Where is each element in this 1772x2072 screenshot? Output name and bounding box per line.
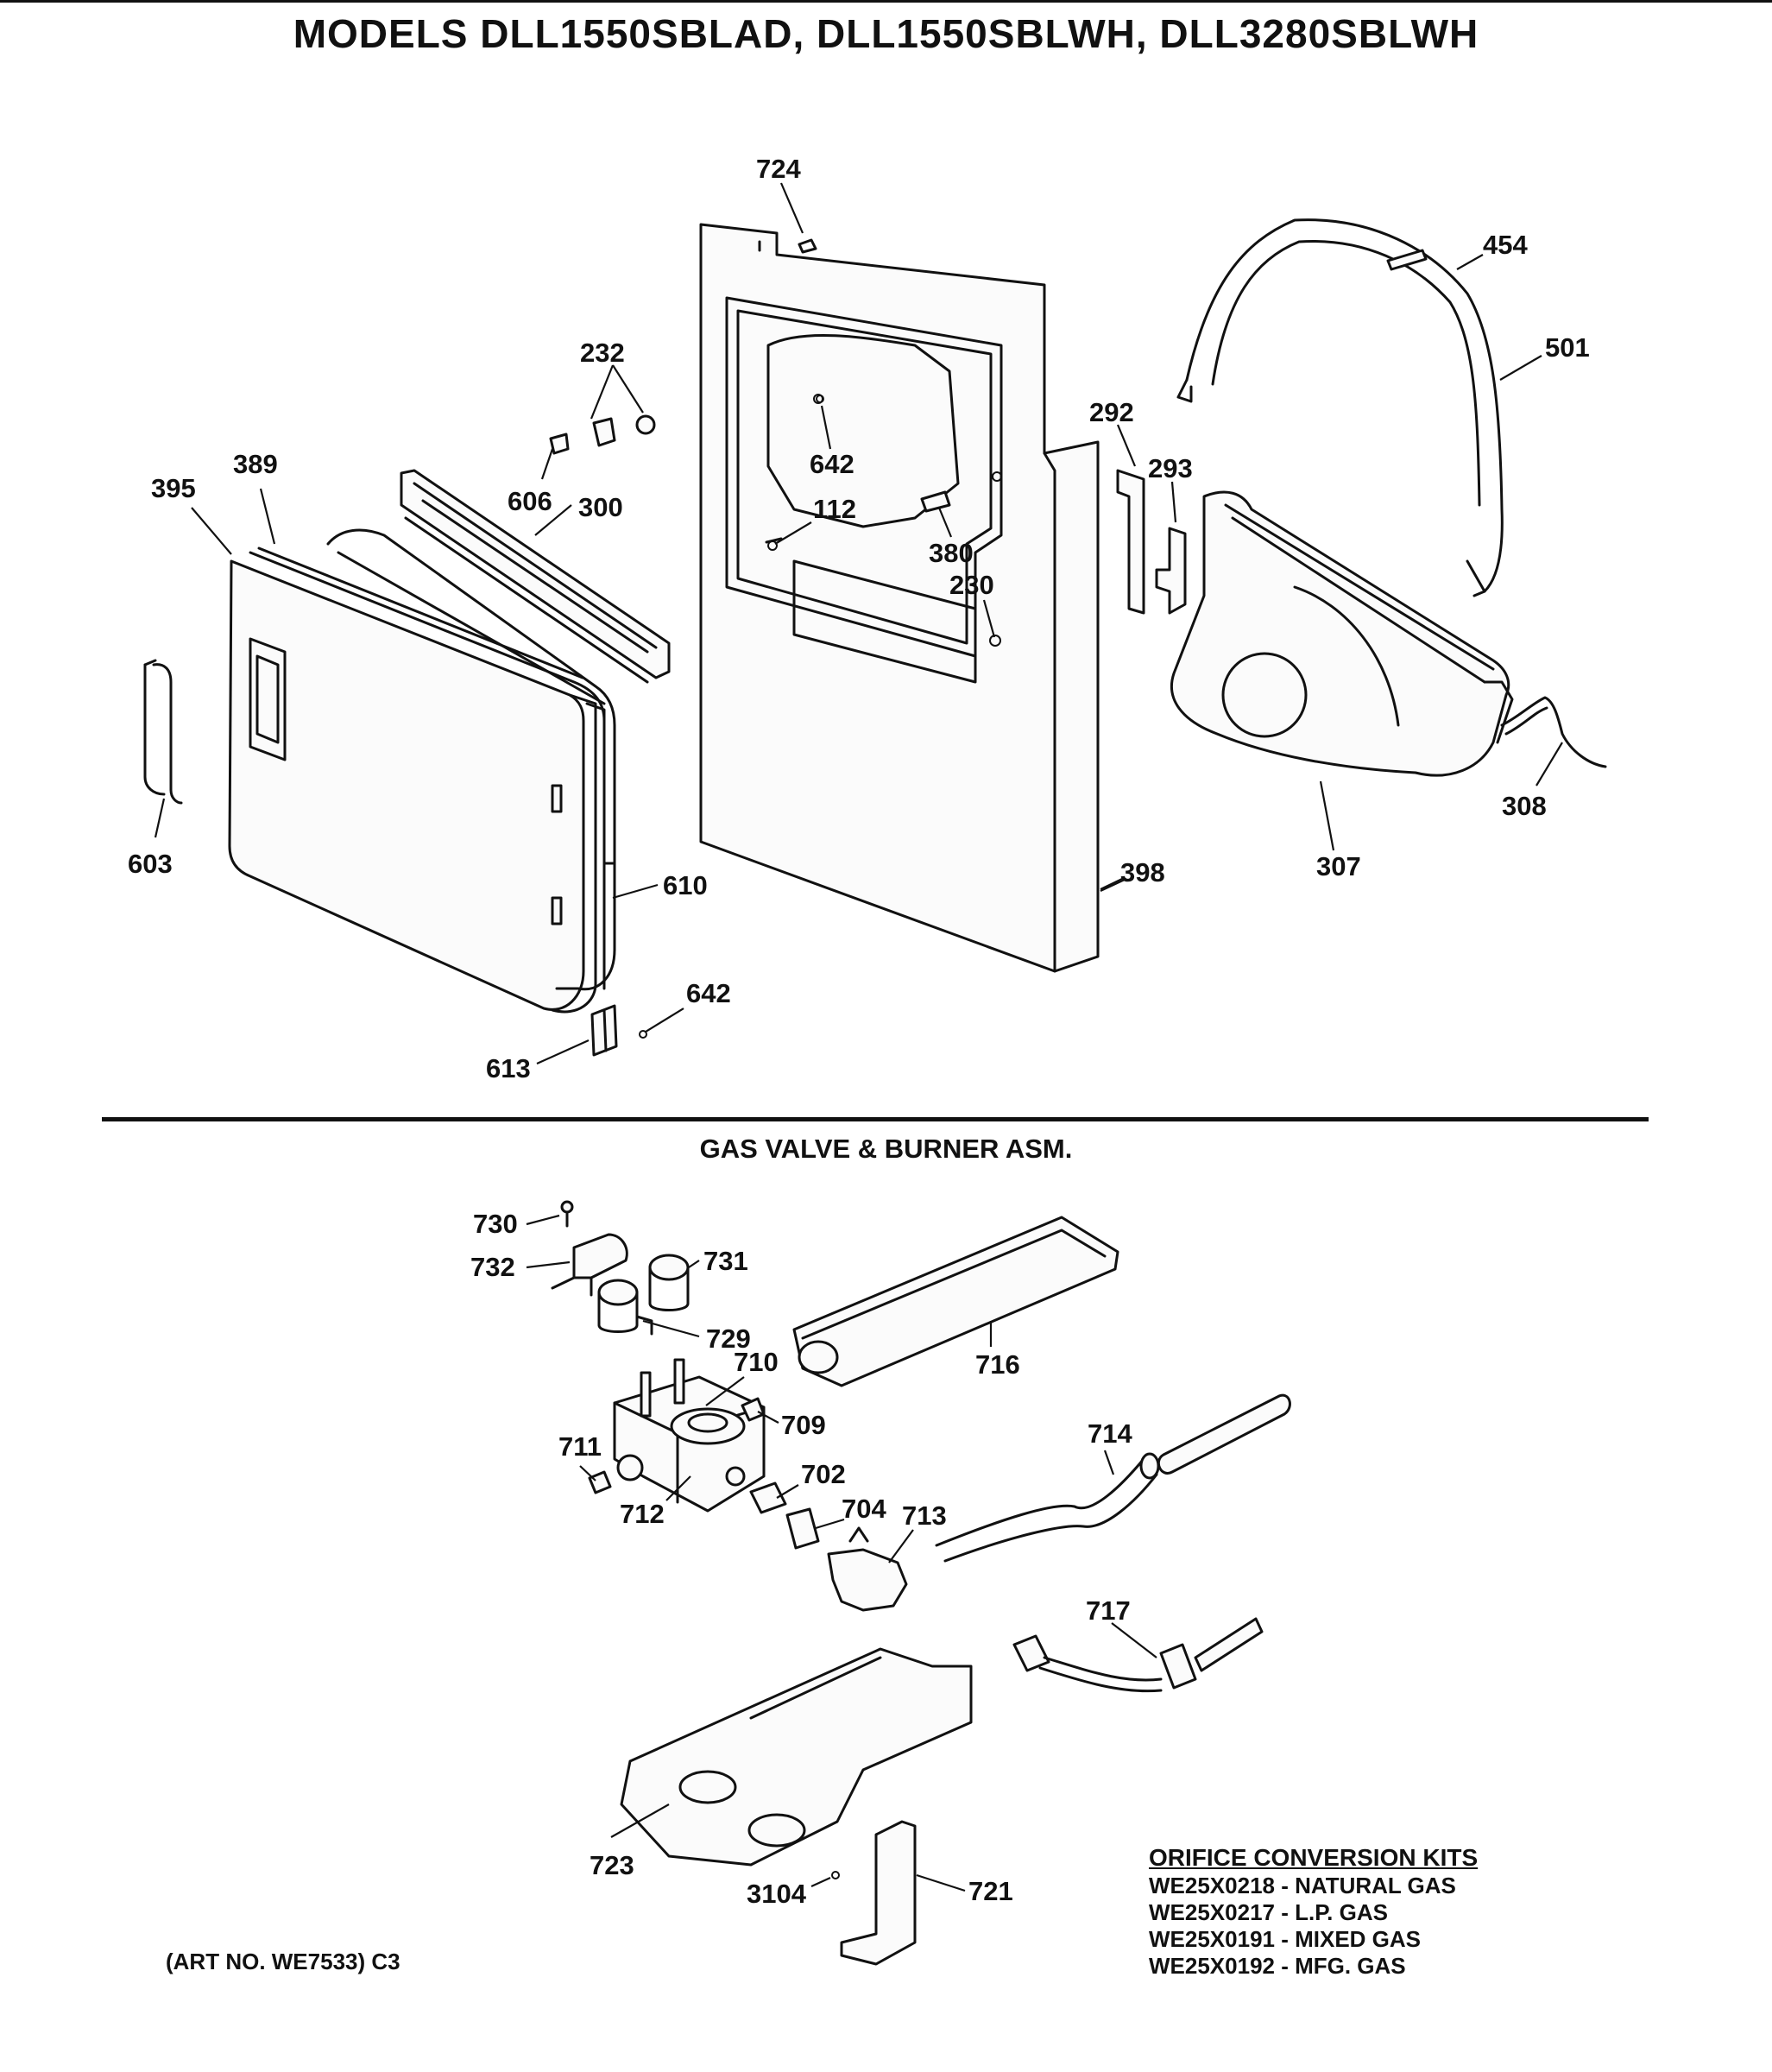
burner-tube-716 (792, 1216, 1119, 1387)
hinge-613 (590, 1004, 647, 1057)
coil-bracket-732 (551, 1200, 628, 1297)
callout-232: 232 (580, 338, 625, 368)
kits-title: ORIFICE CONVERSION KITS (1149, 1844, 1479, 1871)
door-handle-603 (143, 659, 183, 805)
callout-501: 501 (1545, 332, 1590, 363)
callout-307: 307 (1316, 851, 1361, 881)
callout-731: 731 (703, 1246, 748, 1276)
gas-tube-714 (935, 1452, 1160, 1563)
gas-tube-straight (1157, 1393, 1291, 1475)
callout-389: 389 (233, 449, 278, 479)
callout-613: 613 (486, 1053, 531, 1083)
front-panel-398 (699, 223, 1100, 973)
callout-723: 723 (590, 1850, 634, 1880)
callout-395: 395 (151, 473, 196, 503)
callout-308: 308 (1502, 791, 1547, 821)
lint-filter-300 (400, 469, 671, 684)
callout-704: 704 (842, 1494, 886, 1524)
callout-711: 711 (558, 1431, 602, 1462)
callout-642-upper: 642 (810, 449, 854, 479)
callout-398: 398 (1120, 857, 1165, 888)
callout-721: 721 (968, 1876, 1013, 1906)
blower-housing-307 (1170, 490, 1514, 777)
door-liner-610 (326, 528, 616, 991)
callout-454: 454 (1483, 230, 1528, 260)
callout-712: 712 (620, 1499, 665, 1529)
door-gasket-389 (249, 546, 606, 723)
callout-729: 729 (706, 1323, 751, 1354)
burner-bracket-723 (620, 1647, 973, 1867)
callout-702: 702 (801, 1459, 846, 1489)
section-divider (102, 1117, 1649, 1121)
manifold-elbow-713 (827, 1526, 908, 1612)
art-number: (ART NO. WE7533) C3 (166, 1949, 400, 1974)
kit-item: WE25X0218 - NATURAL GAS (1149, 1872, 1456, 1898)
callout-380: 380 (929, 538, 974, 568)
leader-lines (154, 182, 1563, 1892)
callout-732: 732 (470, 1252, 515, 1282)
page-title: MODELS DLL1550SBLAD, DLL1550SBLWH, DLL32… (293, 11, 1479, 56)
power-cord-308 (1500, 696, 1607, 768)
callout-710: 710 (734, 1347, 779, 1377)
top-rule (0, 0, 1772, 3)
gas-valve-section-title: GAS VALVE & BURNER ASM. (699, 1134, 1073, 1164)
callout-603: 603 (128, 849, 173, 879)
gas-valve-712 (613, 1358, 766, 1513)
callout-714: 714 (1088, 1418, 1132, 1449)
kit-item: WE25X0191 - MIXED GAS (1149, 1925, 1421, 1952)
callout-293: 293 (1148, 453, 1193, 483)
callout-300: 300 (578, 492, 623, 522)
igniter-717 (1012, 1617, 1264, 1693)
callout-717: 717 (1086, 1595, 1131, 1626)
door-395 (228, 559, 606, 1014)
small-fasteners (549, 238, 1001, 647)
callout-713: 713 (902, 1500, 947, 1531)
callout-230: 230 (949, 570, 994, 600)
kit-item: WE25X0217 - L.P. GAS (1149, 1898, 1388, 1925)
bracket-721 (831, 1820, 917, 1966)
orifice-conversion-kits: ORIFICE CONVERSION KITS WE25X0218 - NATU… (1149, 1843, 1478, 1980)
callout-610: 610 (663, 870, 708, 900)
callout-112: 112 (813, 494, 857, 524)
drum-support-501 (1176, 218, 1504, 597)
callout-606: 606 (508, 486, 552, 516)
callout-642-lower: 642 (686, 978, 731, 1008)
callout-724: 724 (756, 154, 801, 184)
callout-709: 709 (781, 1410, 826, 1440)
small-valve-fittings (588, 1397, 766, 1494)
brackets-292-293 (1116, 469, 1187, 615)
callout-3104: 3104 (747, 1879, 806, 1909)
solenoid-coils (597, 1254, 690, 1336)
kit-item: WE25X0192 - MFG. GAS (1149, 1953, 1406, 1980)
valve-nut-702 (749, 1481, 820, 1550)
callout-716: 716 (975, 1349, 1020, 1380)
callout-292: 292 (1089, 397, 1134, 427)
callout-730: 730 (473, 1209, 518, 1239)
